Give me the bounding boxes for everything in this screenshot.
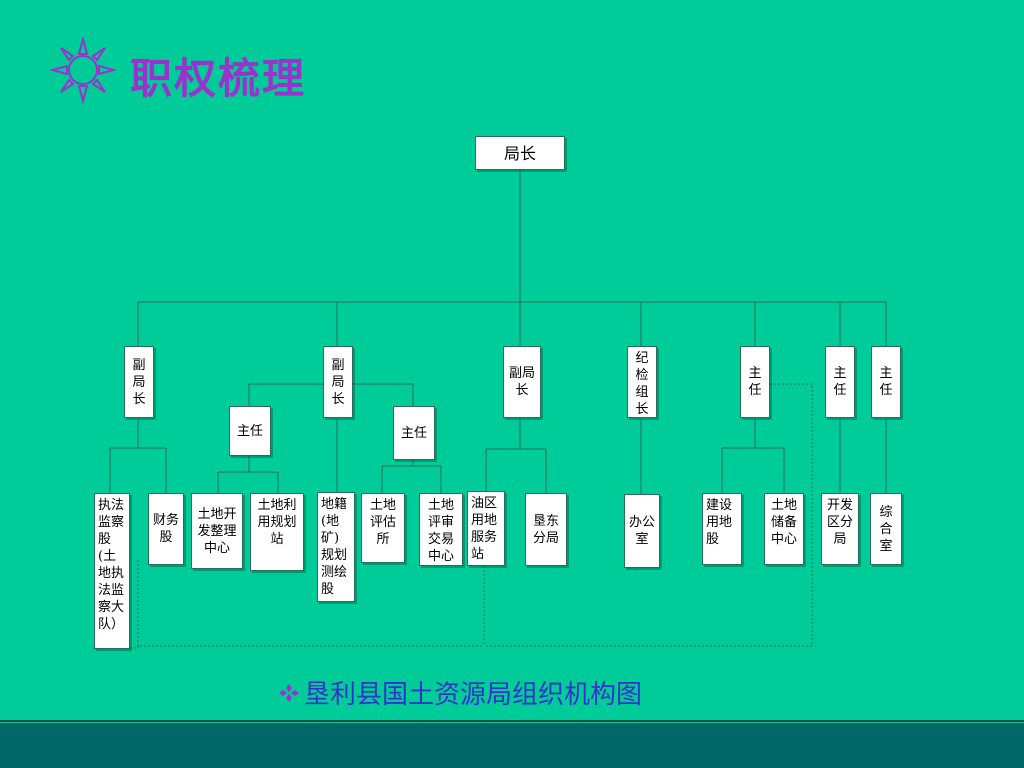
org-node-discipline-leader[interactable]: 纪检组长 <box>627 346 657 418</box>
org-node-director[interactable]: 局长 <box>475 136 565 170</box>
org-node-deputy-director-1[interactable]: 副局长 <box>124 346 154 418</box>
org-unit-land-reserve[interactable]: 土地储备中心 <box>764 493 804 565</box>
org-node-director-c[interactable]: 主任 <box>871 346 901 418</box>
org-unit-law-enforcement[interactable]: 执法监察股(土地执法监察大队） <box>94 493 130 649</box>
org-unit-land-development[interactable]: 土地开发整理中心 <box>191 493 243 569</box>
org-node-deputy-director-3[interactable]: 副局长 <box>503 346 541 418</box>
org-node-director-a[interactable]: 主任 <box>740 346 770 418</box>
org-unit-land-planning[interactable]: 土地利用规划站 <box>250 493 304 571</box>
org-unit-land-trading[interactable]: 土地评审交易中心 <box>419 493 463 566</box>
diamond-bullet-icon <box>279 683 299 702</box>
org-unit-oilfield-land[interactable]: 油区用地服务站 <box>467 491 505 566</box>
org-unit-general-office[interactable]: 综合室 <box>870 493 902 565</box>
org-unit-development-zone[interactable]: 开发区分局 <box>821 493 859 565</box>
footer-bar <box>0 723 1024 768</box>
org-unit-land-valuation[interactable]: 土地评估所 <box>361 493 405 563</box>
page-title: 职权梳理 <box>130 54 307 103</box>
org-unit-finance[interactable]: 财务股 <box>148 493 184 565</box>
footer-divider <box>0 720 1024 722</box>
diagram-caption: 垦利县国土资源局组织机构图 <box>278 674 642 711</box>
org-node-deputy-director-2[interactable]: 副局长 <box>323 346 353 418</box>
sun-icon <box>50 37 116 103</box>
org-unit-construction-land[interactable]: 建设用地股 <box>702 493 742 565</box>
org-node-director-b[interactable]: 主任 <box>825 346 855 418</box>
org-unit-office[interactable]: 办公室 <box>624 494 660 568</box>
org-node-sub-director-1[interactable]: 主任 <box>229 406 271 456</box>
org-unit-cadastre[interactable]: 地籍(地矿)规划测绘股 <box>317 492 355 602</box>
caption-text: 垦利县国土资源局组织机构图 <box>304 680 643 710</box>
org-unit-kendong-branch[interactable]: 垦东分局 <box>525 493 567 566</box>
org-node-sub-director-2[interactable]: 主任 <box>393 406 435 460</box>
